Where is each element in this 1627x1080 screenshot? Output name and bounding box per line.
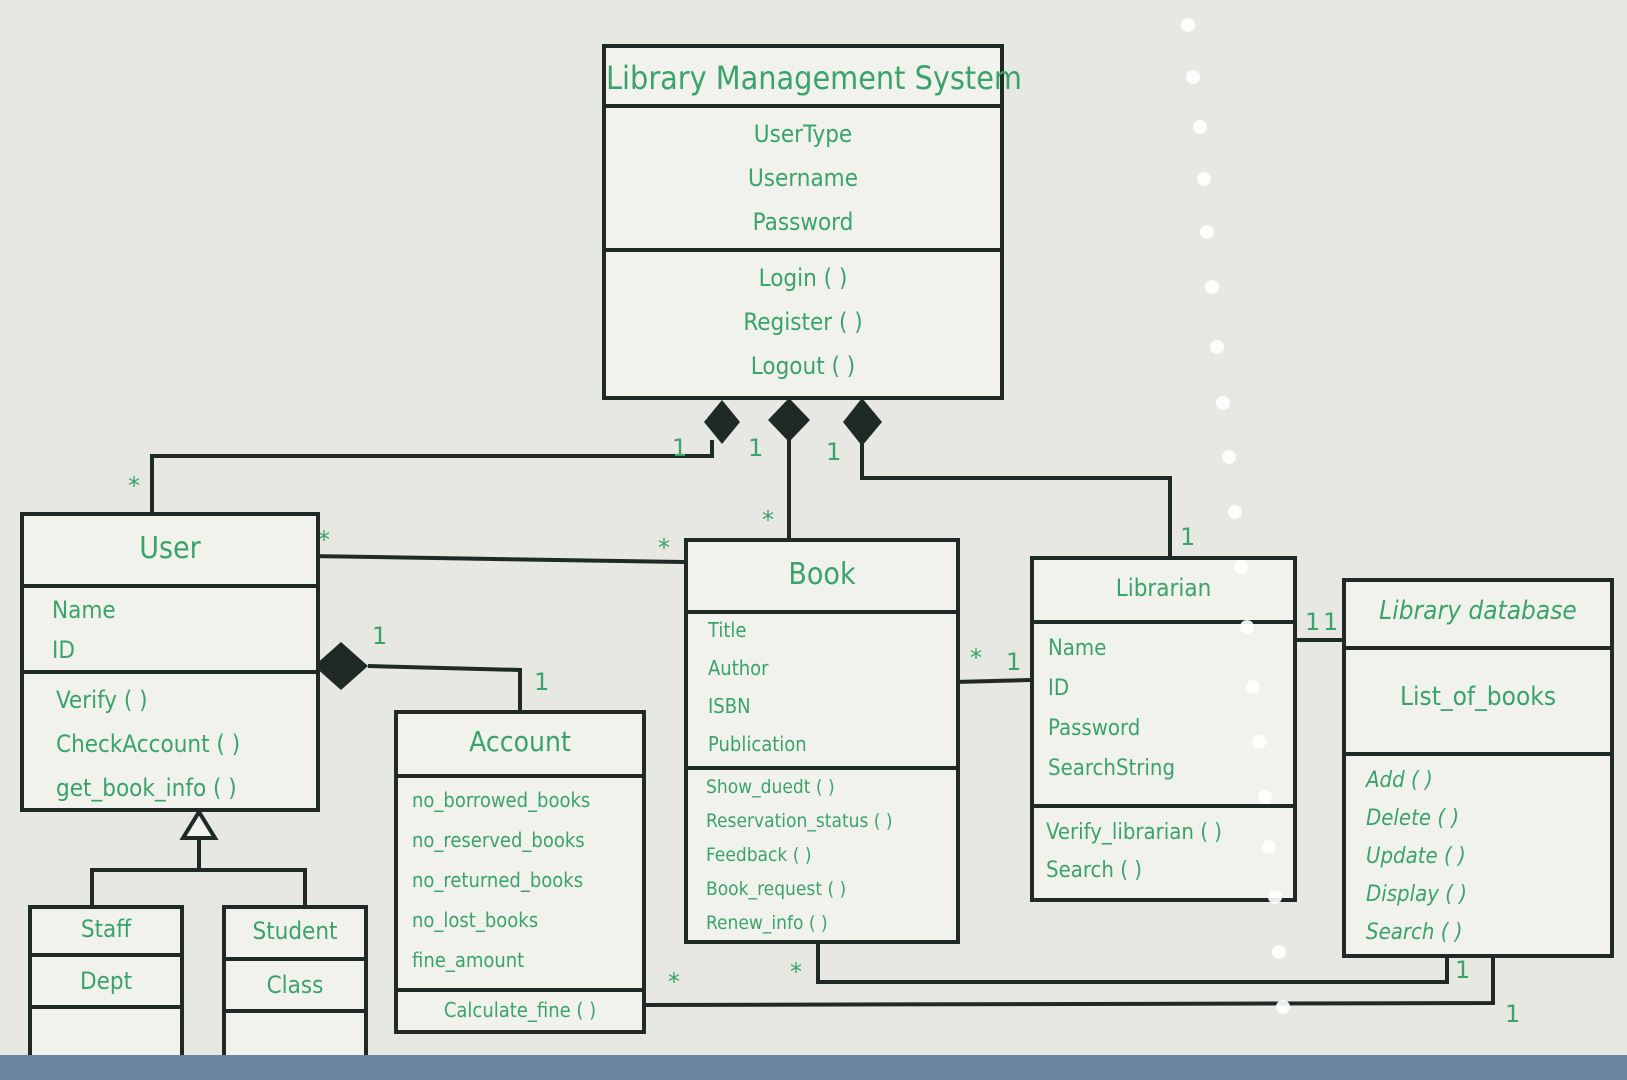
attribute: fine_amount (412, 948, 525, 972)
class-library-database: Library database List_of_books Add ( ) D… (1342, 578, 1614, 958)
class-name: Library Management System (606, 59, 1022, 97)
method: Verify_librarian ( ) (1046, 820, 1222, 845)
attribute: ID (1048, 676, 1070, 701)
mult-book-end: * (762, 506, 774, 534)
method: Show_duedt ( ) (706, 776, 835, 798)
mult-user-end: * (128, 472, 140, 500)
attribute: Dept (79, 967, 133, 995)
attribute: ID (52, 636, 75, 664)
mult-book-db-book: * (790, 958, 802, 986)
book-librarian-association (954, 678, 1031, 684)
user-account-association (367, 664, 522, 710)
mult-account-db-account: * (668, 968, 680, 996)
composition-diamond-account (314, 642, 368, 690)
mult-librarian-end: 1 (1180, 523, 1195, 551)
method: Book_request ( ) (706, 878, 847, 900)
attribute: no_borrowed_books (412, 788, 591, 812)
class-librarian: Librarian Name ID Password SearchString … (1030, 556, 1297, 902)
method: Reservation_status ( ) (706, 810, 893, 832)
mult-lms-librarian: 1 (826, 438, 841, 466)
class-name: Student (252, 917, 338, 945)
attribute: Author (708, 656, 769, 680)
attribute: Username (747, 164, 859, 192)
mult-librarian-db-db: 1 (1323, 608, 1338, 636)
method: Search ( ) (1366, 920, 1463, 945)
attribute: Class (266, 971, 324, 999)
class-name: Account (469, 725, 571, 758)
method: Logout ( ) (750, 352, 856, 380)
method: CheckAccount ( ) (56, 730, 241, 758)
methods-compartment (226, 1009, 364, 1013)
composition-diamond-book (768, 398, 810, 442)
method: Feedback ( ) (706, 844, 812, 866)
attribute: Name (1048, 636, 1107, 661)
mult-user-book-book: * (658, 534, 670, 562)
class-account: Account no_borrowed_books no_reserved_bo… (394, 710, 646, 1034)
attribute: SearchString (1048, 756, 1176, 781)
mult-book-librarian-book: * (970, 644, 982, 672)
attribute: Password (1048, 716, 1141, 741)
method: Login ( ) (758, 264, 848, 292)
mult-user-book-user: * (318, 526, 330, 554)
generalization-branches (90, 868, 307, 905)
method: Add ( ) (1366, 768, 1433, 793)
class-library-management-system: Library Management System UserType Usern… (602, 44, 1022, 400)
method: Verify ( ) (56, 686, 148, 714)
method: Renew_info ( ) (706, 912, 828, 934)
class-name: Staff (80, 915, 132, 943)
attribute: Password (752, 208, 854, 236)
method: Register ( ) (743, 308, 863, 336)
composition-diamond-user (704, 400, 740, 444)
class-student: Student Class (222, 905, 368, 1065)
attribute: List_of_books (1400, 682, 1556, 712)
lms-librarian-association (860, 440, 1172, 556)
mult-book-librarian-librarian: 1 (1006, 648, 1021, 676)
method: Calculate_fine ( ) (443, 998, 597, 1022)
method: Search ( ) (1046, 858, 1142, 883)
mult-account-db-db: 1 (1505, 1000, 1520, 1028)
account-db-association (645, 958, 1495, 1007)
attribute: ISBN (708, 694, 751, 718)
user-book-association (307, 554, 685, 564)
attribute: no_reserved_books (412, 828, 585, 852)
method: Delete ( ) (1366, 806, 1460, 831)
class-book: Book Title Author ISBN Publication Show_… (684, 538, 960, 944)
method: Update ( ) (1366, 844, 1466, 869)
attribute: UserType (753, 120, 853, 148)
book-db-association (816, 944, 1449, 984)
attribute: Title (708, 618, 747, 642)
mult-user-account-user: 1 (372, 622, 387, 650)
generalization-triangle (179, 808, 219, 840)
method: Display ( ) (1366, 882, 1467, 907)
attribute: no_lost_books (412, 908, 539, 932)
attribute: Name (52, 596, 116, 624)
method: get_book_info ( ) (56, 774, 237, 802)
class-name: Librarian (1115, 574, 1212, 602)
mult-lms-book: 1 (748, 434, 763, 462)
lms-user-association (150, 440, 714, 512)
mult-librarian-db-librarian: 1 (1305, 608, 1320, 636)
attribute: no_returned_books (412, 868, 584, 892)
class-name: User (139, 531, 201, 566)
methods-compartment (32, 1005, 180, 1009)
composition-diamond-librarian (843, 398, 882, 446)
class-name: Book (788, 557, 856, 592)
mult-lms-user: 1 (672, 434, 687, 462)
attribute: Publication (708, 732, 807, 756)
monitor-bezel (0, 1055, 1627, 1080)
class-user: User Name ID Verify ( ) CheckAccount ( )… (20, 512, 320, 812)
mult-book-db-db: 1 (1455, 956, 1470, 984)
class-staff: Staff Dept (28, 905, 184, 1065)
class-name: Library database (1379, 596, 1577, 626)
mult-user-account-account: 1 (534, 668, 549, 696)
